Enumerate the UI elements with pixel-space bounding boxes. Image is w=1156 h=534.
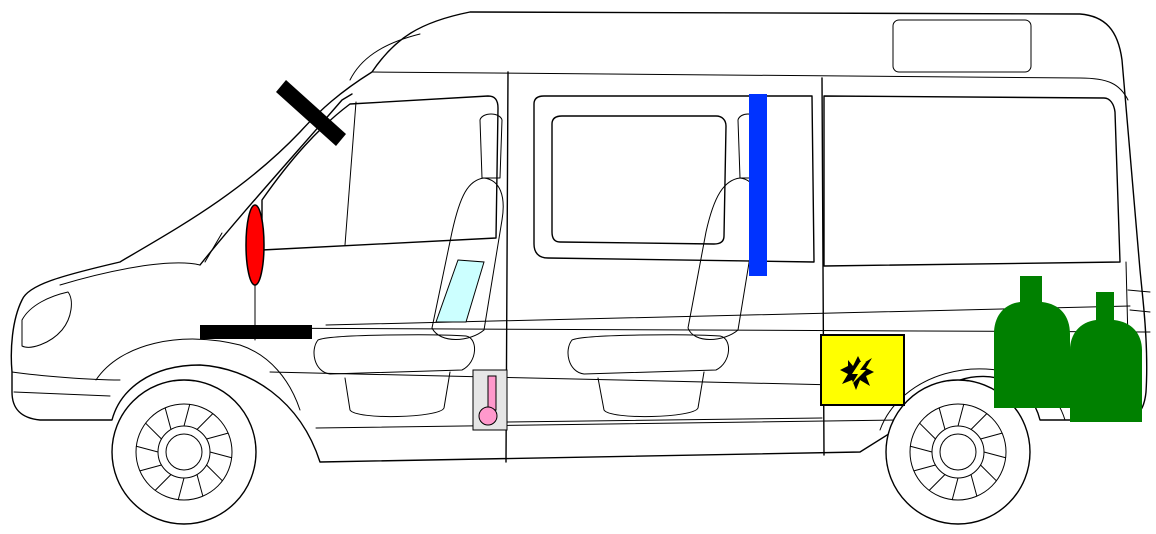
passenger-seat — [567, 113, 759, 418]
wheel-spoke — [983, 451, 1007, 459]
windshield — [199, 93, 353, 266]
gas-bottle-right — [1070, 292, 1142, 422]
sliding-door-window — [533, 95, 815, 263]
roof-edge — [349, 33, 421, 81]
front-wheel-arch — [95, 338, 301, 411]
gas-bottle-icon — [994, 276, 1142, 422]
roof-hatch — [892, 19, 1032, 73]
gas-bottle-left — [994, 276, 1070, 408]
wheel-spoke — [164, 407, 172, 430]
headlight — [21, 291, 72, 348]
front-bumper — [11, 371, 121, 381]
wheel-spoke — [938, 407, 946, 430]
rear-side-window — [823, 95, 1121, 267]
cyan-glass-panel — [435, 259, 485, 323]
door-lower-line — [505, 417, 823, 423]
wheel-spoke — [206, 432, 229, 440]
cab-window-inner — [344, 101, 357, 246]
roof-line — [371, 71, 1129, 101]
rocker-line — [315, 419, 896, 429]
front-bumper-lower — [13, 391, 111, 397]
wheel-spoke — [145, 422, 162, 440]
red-oval-marker — [245, 204, 265, 286]
wheel-spoke — [957, 403, 965, 427]
wheel-spoke — [909, 445, 933, 453]
black-horizontal-bar — [200, 325, 312, 339]
sliding-door-window-inner — [551, 115, 727, 245]
lightning-burst-icon — [820, 334, 905, 406]
thermometer-icon — [472, 369, 508, 431]
wheel-spoke — [970, 413, 988, 430]
hood-line — [59, 262, 201, 286]
wheel-spoke — [154, 474, 172, 491]
blue-vertical-bar — [749, 94, 767, 276]
front-wheel — [111, 379, 257, 525]
a-pillar — [204, 232, 223, 263]
wheel-spoke — [135, 445, 159, 453]
wheel-spoke — [970, 474, 978, 497]
wheel-spoke — [206, 464, 223, 482]
rear-wheel — [885, 379, 1031, 525]
wheel-spoke — [919, 422, 936, 440]
wheel-spoke — [928, 474, 946, 491]
driver-seat — [313, 113, 504, 418]
wheel-spoke — [980, 432, 1003, 440]
wheel-spoke — [196, 413, 214, 430]
sill-line — [269, 371, 881, 387]
wheel-spoke — [177, 477, 185, 501]
wheel-spoke — [196, 474, 204, 497]
wheel-spoke — [951, 477, 959, 501]
diagonal-black-marker — [276, 80, 346, 146]
wheel-spoke — [913, 464, 936, 472]
wheel-spoke — [980, 464, 997, 482]
wheel-spoke — [209, 451, 233, 459]
cab-door-window — [261, 95, 499, 251]
wheel-spoke — [183, 403, 191, 427]
wheel-spoke — [139, 464, 162, 472]
rear-light — [1127, 289, 1151, 313]
